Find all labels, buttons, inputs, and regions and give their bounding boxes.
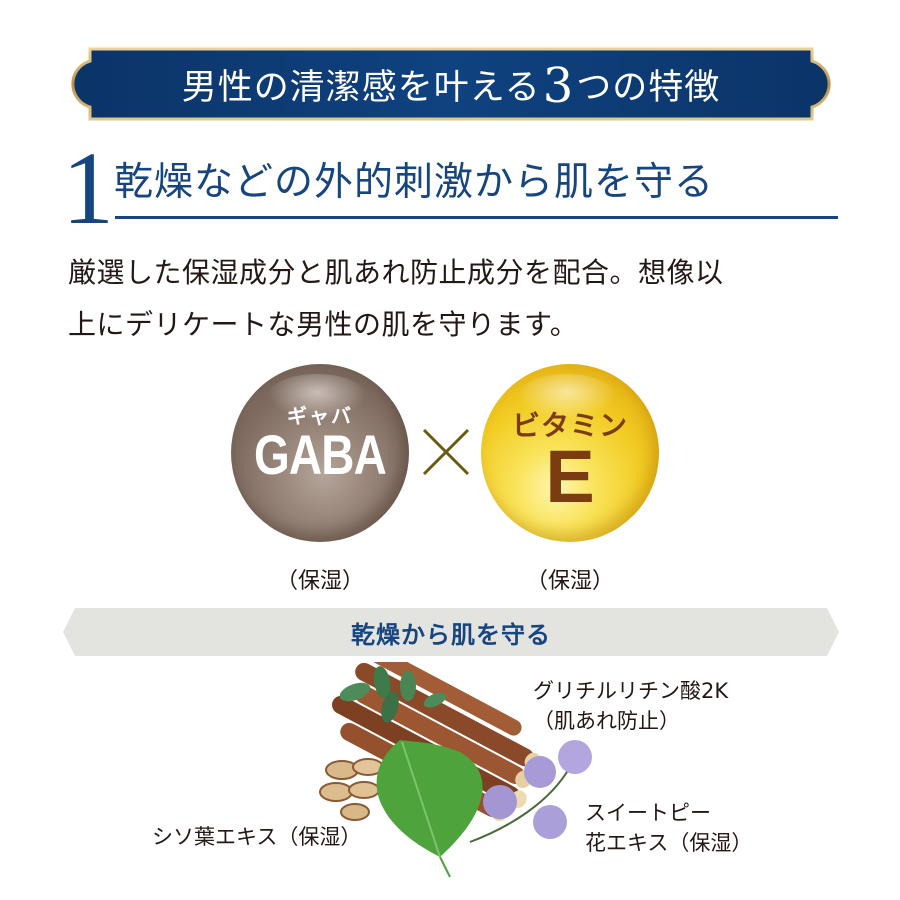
gaba-sphere: ギャバ GABA [231, 364, 409, 542]
banner-title-prefix: 男性の清潔感を叶える [181, 67, 541, 108]
sphere-highlight [517, 374, 617, 420]
gaba-kana: ギャバ [287, 404, 353, 428]
shiso-leaf-icon [376, 740, 483, 878]
shiso-name: シソ葉エキス（保湿） [152, 825, 362, 849]
description-line: 厳選した保湿成分と肌あれ防止成分を配合。想像以 [68, 256, 724, 289]
sweet-pea-icon [469, 740, 592, 843]
section-ribbon: 乾燥から肌を守る [63, 608, 839, 656]
feature-description: 厳選した保湿成分と肌あれ防止成分を配合。想像以 上にデリケートな男性の肌を守りま… [68, 247, 848, 351]
glycyrrhizinate-role: （肌あれ防止） [533, 709, 680, 733]
multiply-icon [422, 428, 470, 476]
vitamin-e-sphere: ビタミン E [481, 364, 659, 542]
heading-underline [115, 216, 838, 219]
glycyrrhizinate-name: グリチルリチン酸2K [533, 679, 729, 703]
vitamin-e-role: （保湿） [525, 569, 614, 594]
banner-title-suffix: つの特徴 [576, 67, 721, 108]
sweet-pea-role: 花エキス（保湿） [585, 831, 753, 855]
vitamin-e-name: E [545, 435, 595, 518]
ingredients-illustration [319, 662, 592, 878]
banner-title-number: 3 [542, 58, 575, 114]
gaba-name: GABA [254, 423, 387, 486]
gaba-role: （保湿） [275, 569, 364, 594]
sweet-pea-name: スイートピー [585, 801, 711, 825]
feature-number: 1 [62, 131, 114, 246]
glycyrrhizinate-label: グリチルリチン酸2K （肌あれ防止） [533, 676, 728, 736]
leaf-sprig-icon [339, 666, 447, 723]
description-line: 上にデリケートな男性の肌を守ります。 [68, 308, 579, 341]
feature-title: 乾燥などの外的刺激から肌を守る [114, 160, 715, 205]
sphere-highlight [267, 374, 367, 420]
sweet-pea-label: スイートピー 花エキス（保湿） [585, 798, 752, 858]
banner-frame [71, 47, 831, 121]
ribbon-shape [63, 608, 839, 656]
feature-heading: 1 乾燥などの外的刺激から肌を守る [62, 137, 838, 241]
vitamin-e-kana: ビタミン [511, 409, 628, 442]
ribbon-label: 乾燥から肌を守る [351, 620, 551, 649]
shiso-label: シソ葉エキス（保湿） [152, 822, 361, 852]
